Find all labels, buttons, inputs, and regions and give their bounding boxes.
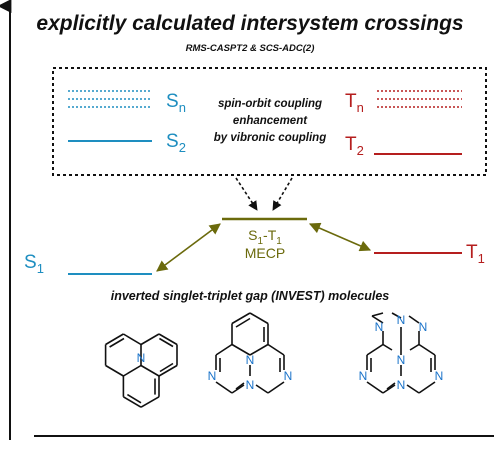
label-t1: T1 bbox=[466, 242, 485, 266]
atom-n-mol3-center: N bbox=[397, 353, 406, 367]
arrow-s1-mecp bbox=[156, 223, 221, 272]
note-vibronic: by vibronic coupling bbox=[214, 132, 326, 144]
label-sn: Sn bbox=[166, 91, 186, 115]
atom-n-mol2-left: N bbox=[208, 369, 217, 383]
label-s2: S2 bbox=[166, 131, 186, 155]
atom-n-mol3-upper-right: N bbox=[419, 320, 428, 334]
label-t2: T2 bbox=[345, 134, 364, 158]
label-mecp-states: S1-T1 bbox=[248, 227, 282, 247]
atom-n-mol3-left: N bbox=[359, 369, 368, 383]
atom-n-mol3-upper-left: N bbox=[375, 320, 384, 334]
label-tn: Tn bbox=[345, 91, 364, 115]
level-sn bbox=[68, 90, 152, 108]
molecule-heptazine bbox=[366, 312, 436, 394]
atom-n-cyclazine: N bbox=[137, 351, 146, 365]
molecule-cyclazine bbox=[104, 333, 178, 408]
note-spin-orbit: spin-orbit coupling bbox=[218, 98, 322, 110]
molecule-heptazine-partial bbox=[215, 312, 285, 394]
note-enhancement: enhancement bbox=[233, 115, 308, 127]
label-s1: S1 bbox=[24, 252, 44, 276]
arrow-box-to-mecp-left bbox=[235, 177, 258, 211]
arrow-mecp-t1 bbox=[308, 222, 372, 252]
atom-n-mol3-top: N bbox=[397, 313, 406, 327]
coupling-box bbox=[52, 67, 487, 176]
level-tn bbox=[377, 90, 462, 108]
molecules-heading: inverted singlet-triplet gap (INVEST) mo… bbox=[111, 289, 390, 303]
atom-n-mol3-bottom: N bbox=[397, 378, 406, 392]
diagram-title: explicitly calculated intersystem crossi… bbox=[36, 12, 463, 35]
atom-n-mol2-right: N bbox=[284, 369, 293, 383]
arrow-box-to-mecp-right bbox=[272, 177, 293, 211]
label-mecp: MECP bbox=[245, 245, 285, 261]
atom-n-mol2-center: N bbox=[246, 353, 255, 367]
methods-label: RMS-CASPT2 & SCS-ADC(2) bbox=[186, 43, 315, 54]
atom-n-mol3-right: N bbox=[435, 369, 444, 383]
atom-n-mol2-bottom: N bbox=[246, 378, 255, 392]
